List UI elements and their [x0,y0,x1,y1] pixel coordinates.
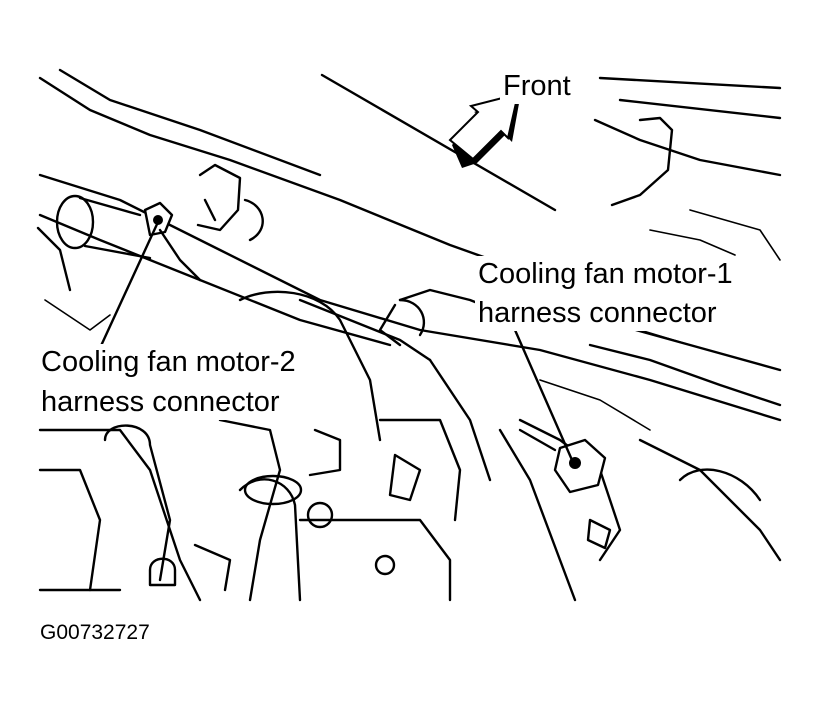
figure-id: G00732727 [40,621,150,644]
leader-lines [98,220,574,462]
lower-components [38,299,782,602]
front-arrow-icon [448,92,520,168]
center-hose [238,290,492,482]
motor1-label-line1: Cooling fan motor-1 [475,256,736,292]
left-hose-end [36,163,264,331]
front-label: Front [500,68,574,104]
motor1-label-line2: harness connector [475,295,720,331]
motor2-label-line2: harness connector [38,384,283,420]
motor1-connector [518,428,607,494]
motor2-label-line1: Cooling fan motor-2 [38,344,299,380]
motor2-connector [143,201,202,282]
radiator-panel [38,68,782,272]
